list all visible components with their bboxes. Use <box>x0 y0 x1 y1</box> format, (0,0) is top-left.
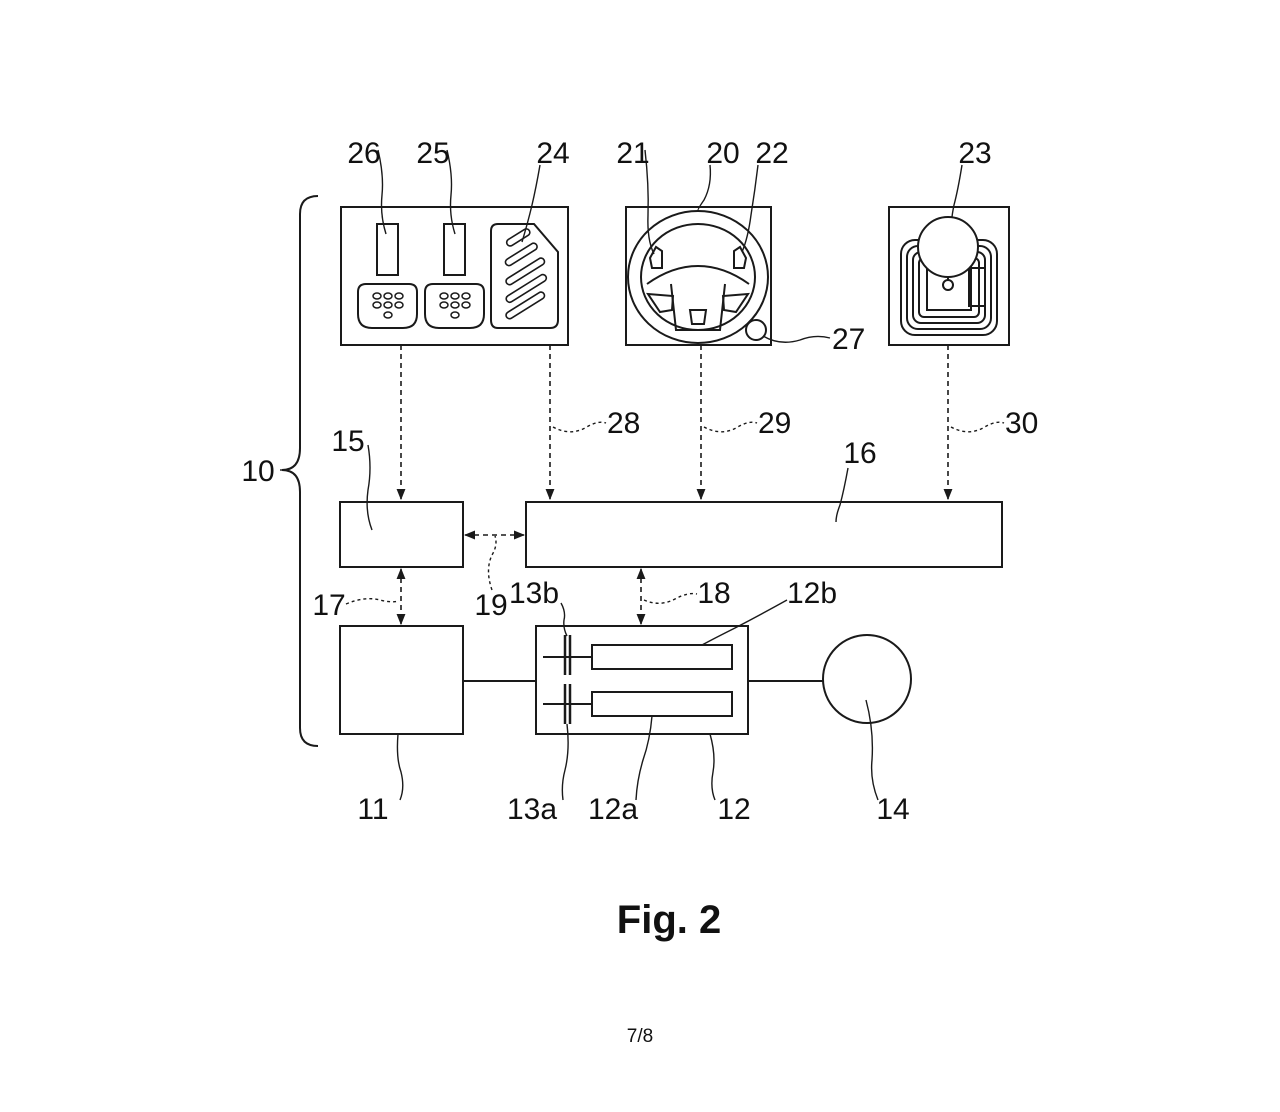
element-12b <box>591 644 733 670</box>
ref-30: 30 <box>1005 407 1038 440</box>
ref-20: 20 <box>706 137 739 170</box>
pedal-arm-25 <box>443 223 466 276</box>
ref-17: 17 <box>312 589 345 622</box>
ref-11: 11 <box>357 793 388 826</box>
pedal-grip-25-icon <box>439 292 471 319</box>
leader-lines <box>345 149 1005 801</box>
system-brace <box>281 195 319 747</box>
accelerator-grip-icon <box>504 228 548 320</box>
ref-29: 29 <box>758 407 791 440</box>
reference-numerals: 26 25 24 21 20 22 23 27 28 29 30 10 15 1… <box>241 137 1038 826</box>
ref-12a: 12a <box>588 793 638 826</box>
figure-caption: Fig. 2 <box>617 898 721 942</box>
gear-shift-box <box>888 206 1010 346</box>
pedal-box <box>340 206 569 346</box>
ref-19: 19 <box>474 589 507 622</box>
control-unit-16 <box>525 501 1003 568</box>
paddle-22 <box>733 245 748 269</box>
hub-center-pad <box>688 309 708 325</box>
pedal-arm-26 <box>376 223 399 276</box>
ref-27: 27 <box>832 323 865 356</box>
ref-21: 21 <box>616 137 649 170</box>
component-14 <box>822 634 912 724</box>
control-unit-15 <box>339 501 464 568</box>
ref-12b: 12b <box>787 577 837 610</box>
pedal-grip-26-icon <box>372 292 404 319</box>
ref-12: 12 <box>717 793 750 826</box>
component-11 <box>339 625 464 735</box>
ref-23: 23 <box>958 137 991 170</box>
ref-13b: 13b <box>509 577 559 610</box>
ref-14: 14 <box>876 793 909 826</box>
ref-10: 10 <box>241 455 274 488</box>
steering-wheel-box <box>625 206 772 346</box>
ref-13a: 13a <box>507 793 557 826</box>
pedal-pad-25 <box>424 283 485 329</box>
pedal-accelerator-24 <box>490 223 559 329</box>
ref-22: 22 <box>755 137 788 170</box>
ref-24: 24 <box>536 137 569 170</box>
ref-26: 26 <box>347 137 380 170</box>
ref-18: 18 <box>697 577 730 610</box>
ref-15: 15 <box>331 425 364 458</box>
ref-28: 28 <box>607 407 640 440</box>
hub-button-right <box>721 292 750 314</box>
transmission-12 <box>535 625 749 735</box>
wheel-button-27 <box>745 319 767 341</box>
ref-16: 16 <box>843 437 876 470</box>
ref-25: 25 <box>416 137 449 170</box>
element-12a <box>591 691 733 717</box>
hub-button-left <box>646 292 675 314</box>
page-number: 7/8 <box>627 1026 653 1047</box>
steering-wheel-hub <box>646 264 750 285</box>
pedal-pad-26 <box>357 283 418 329</box>
gear-knob <box>917 216 979 278</box>
paddle-21 <box>648 245 663 269</box>
